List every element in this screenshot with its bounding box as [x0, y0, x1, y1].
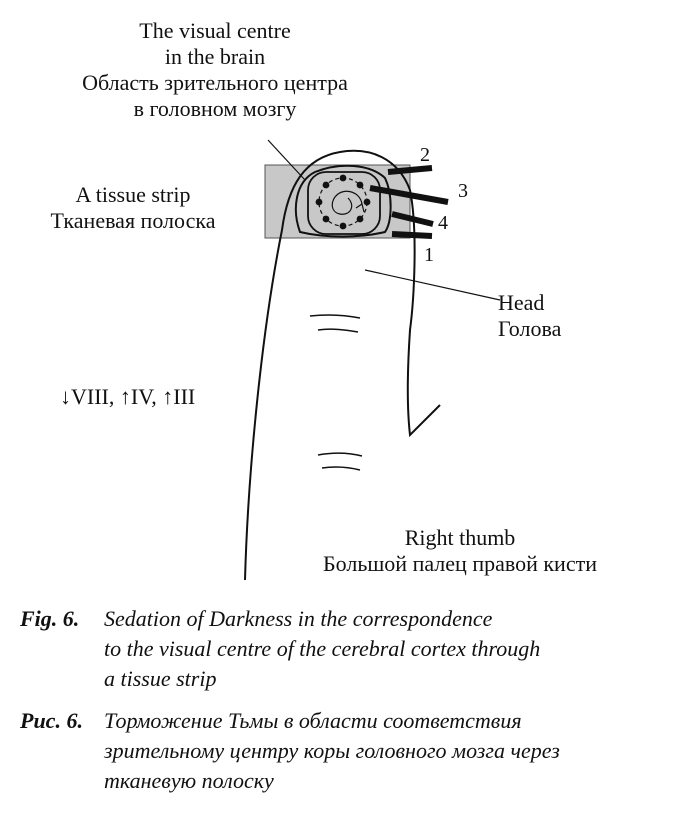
arrows-label: ↓VIII, ↑IV, ↑III — [60, 384, 196, 409]
point-dots — [315, 174, 371, 230]
number-1: 1 — [424, 244, 434, 266]
head-ru: Голова — [498, 316, 562, 341]
visual-centre-en-line1: The visual centre — [139, 18, 291, 43]
head-label: Head Голова — [498, 290, 561, 342]
caption-russian: Рис. 6. Торможение Тьмы в области соответ… — [20, 706, 560, 796]
bar-2 — [387, 165, 433, 175]
knuckle-crease-lower — [317, 328, 359, 333]
head-leader — [364, 269, 501, 301]
caption-en-line3: a tissue strip — [104, 666, 217, 691]
caption-en-line1: Sedation of Darkness in the corresponden… — [104, 606, 493, 631]
spiral-arrow — [331, 190, 363, 215]
visual-centre-ru-line2: в головном мозгу — [133, 96, 297, 121]
knuckle-crease-upper — [309, 314, 361, 319]
number-3: 3 — [458, 180, 468, 202]
caption-english: Fig. 6. Sedation of Darkness in the corre… — [20, 604, 540, 694]
visual-centre-ru-line1: Область зрительного центра — [82, 70, 348, 95]
right-thumb-en: Right thumb — [404, 525, 516, 550]
thumb-outline — [244, 149, 441, 581]
head-en: Head — [498, 290, 545, 315]
number-2: 2 — [420, 144, 430, 166]
bar-4 — [391, 211, 434, 227]
caption-ru-line1: Торможение Тьмы в области соответствия — [104, 708, 522, 733]
right-thumb-label: Right thumb Большой палец правой кисти — [270, 525, 650, 577]
visual-centre-outline — [307, 171, 381, 235]
caption-en-label: Fig. 6. — [20, 606, 80, 631]
thumbnail-outline — [294, 164, 392, 238]
tissue-strip-en: A tissue strip — [75, 182, 191, 207]
joint-crease-upper — [317, 452, 363, 457]
right-thumb-ru: Большой палец правой кисти — [323, 551, 597, 576]
bar-3 — [369, 185, 449, 205]
visual-centre-label: The visual centre in the brain Область з… — [40, 18, 390, 122]
joint-crease-lower — [321, 466, 361, 471]
visual-centre-leader — [267, 139, 306, 181]
caption-en-line2: to the visual centre of the cerebral cor… — [104, 636, 541, 661]
bar-1 — [391, 231, 433, 239]
tissue-strip-ru: Тканевая полоска — [50, 208, 216, 233]
number-4: 4 — [438, 212, 448, 234]
caption-ru-line2: зрительному центру коры головного мозга … — [104, 738, 560, 763]
spiral-arrow-head — [355, 203, 365, 213]
visual-centre-en-line2: in the brain — [164, 44, 266, 69]
caption-ru-line3: тканевую полоску — [104, 768, 274, 793]
caption-ru-label: Рис. 6. — [20, 708, 83, 733]
tissue-strip-label: A tissue strip Тканевая полоска — [28, 182, 238, 234]
thumb-diagram — [244, 139, 501, 581]
